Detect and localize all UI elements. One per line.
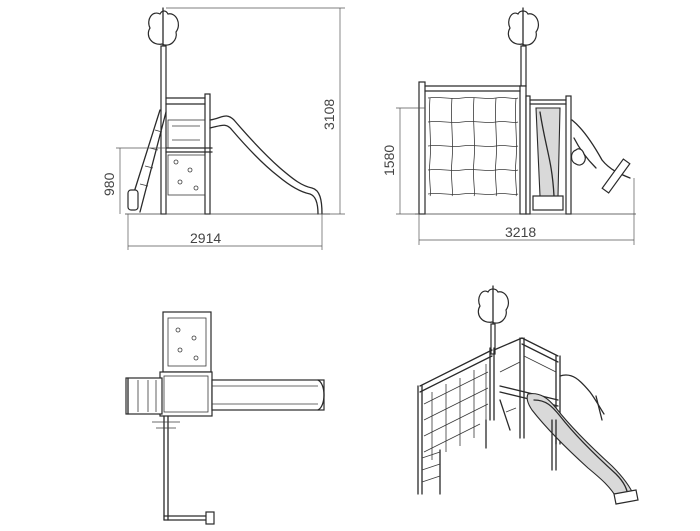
side-length-label: 2914 [190, 230, 221, 246]
isometric-view [417, 285, 639, 505]
front-view: 1580 3218 [381, 7, 636, 245]
front-width-label: 3218 [505, 224, 536, 240]
side-view: 3108 980 2914 [101, 7, 345, 250]
plan-view [125, 311, 325, 525]
side-platform-height-label: 980 [101, 172, 117, 196]
side-height-label: 3108 [321, 99, 337, 130]
front-height-label: 1580 [381, 145, 397, 176]
